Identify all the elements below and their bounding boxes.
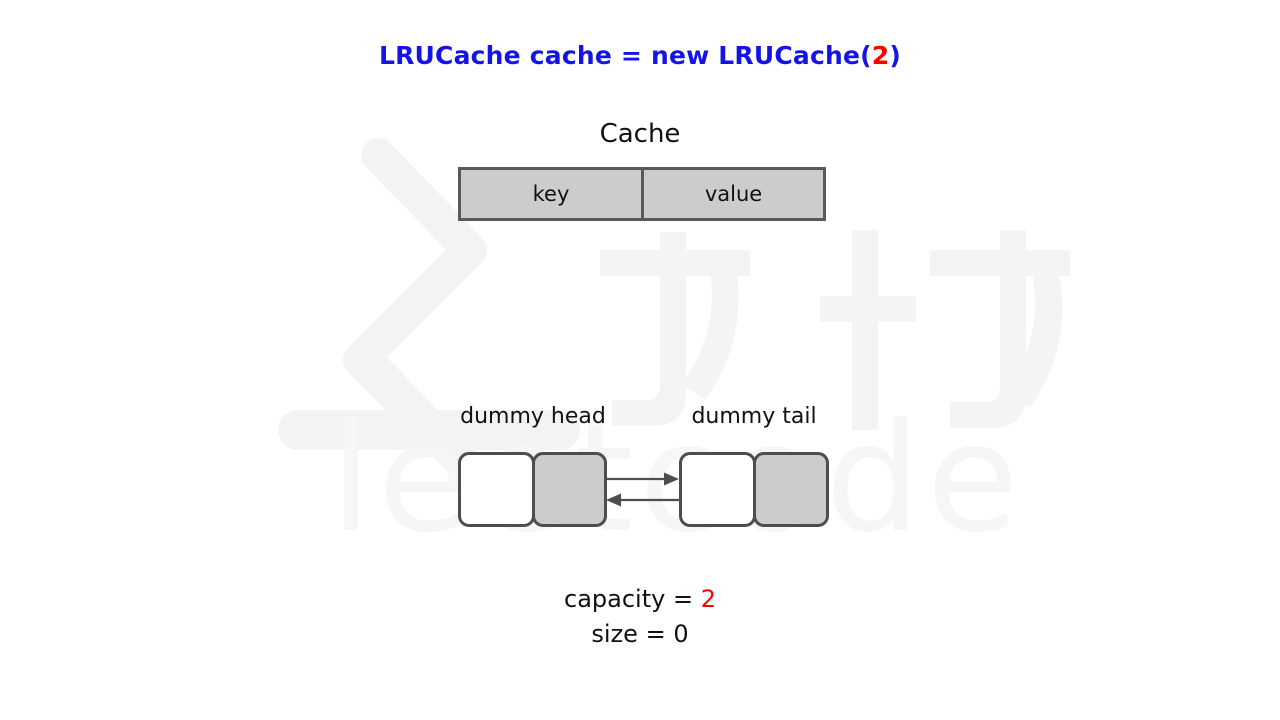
next-pointer-arrow — [606, 472, 679, 486]
headline-suffix: ) — [889, 41, 902, 70]
cache-table-header-key: key — [458, 167, 644, 221]
headline-capacity-arg: 2 — [871, 41, 890, 70]
size-value: 0 — [673, 620, 689, 648]
prev-pointer-arrow — [606, 493, 679, 507]
dummy-head-node-key-cell — [458, 452, 535, 527]
dummy-head-label: dummy head — [460, 404, 606, 429]
page-title: LRUCache cache = new LRUCache(2) — [0, 41, 1280, 70]
dummy-tail-node-key-cell — [679, 452, 756, 527]
headline-prefix: LRUCache cache = new LRUCache( — [378, 41, 872, 70]
cache-title: Cache — [599, 119, 681, 149]
dummy-head-node-value-cell — [532, 452, 607, 527]
pointer-arrows — [606, 472, 679, 507]
capacity-label: capacity = — [564, 585, 701, 613]
size-label: size = — [591, 620, 674, 648]
dummy-tail-node-value-cell — [753, 452, 829, 527]
watermark-cn-text — [600, 230, 1070, 430]
capacity-stat: capacity = 2 — [0, 585, 1280, 613]
cache-table-header-value: value — [641, 167, 826, 221]
dummy-head-node — [458, 452, 607, 527]
size-stat: size = 0 — [0, 620, 1280, 648]
capacity-value: 2 — [700, 585, 716, 613]
dummy-tail-node — [679, 452, 829, 527]
cache-table: key value — [458, 167, 829, 221]
dummy-tail-label: dummy tail — [691, 404, 817, 429]
